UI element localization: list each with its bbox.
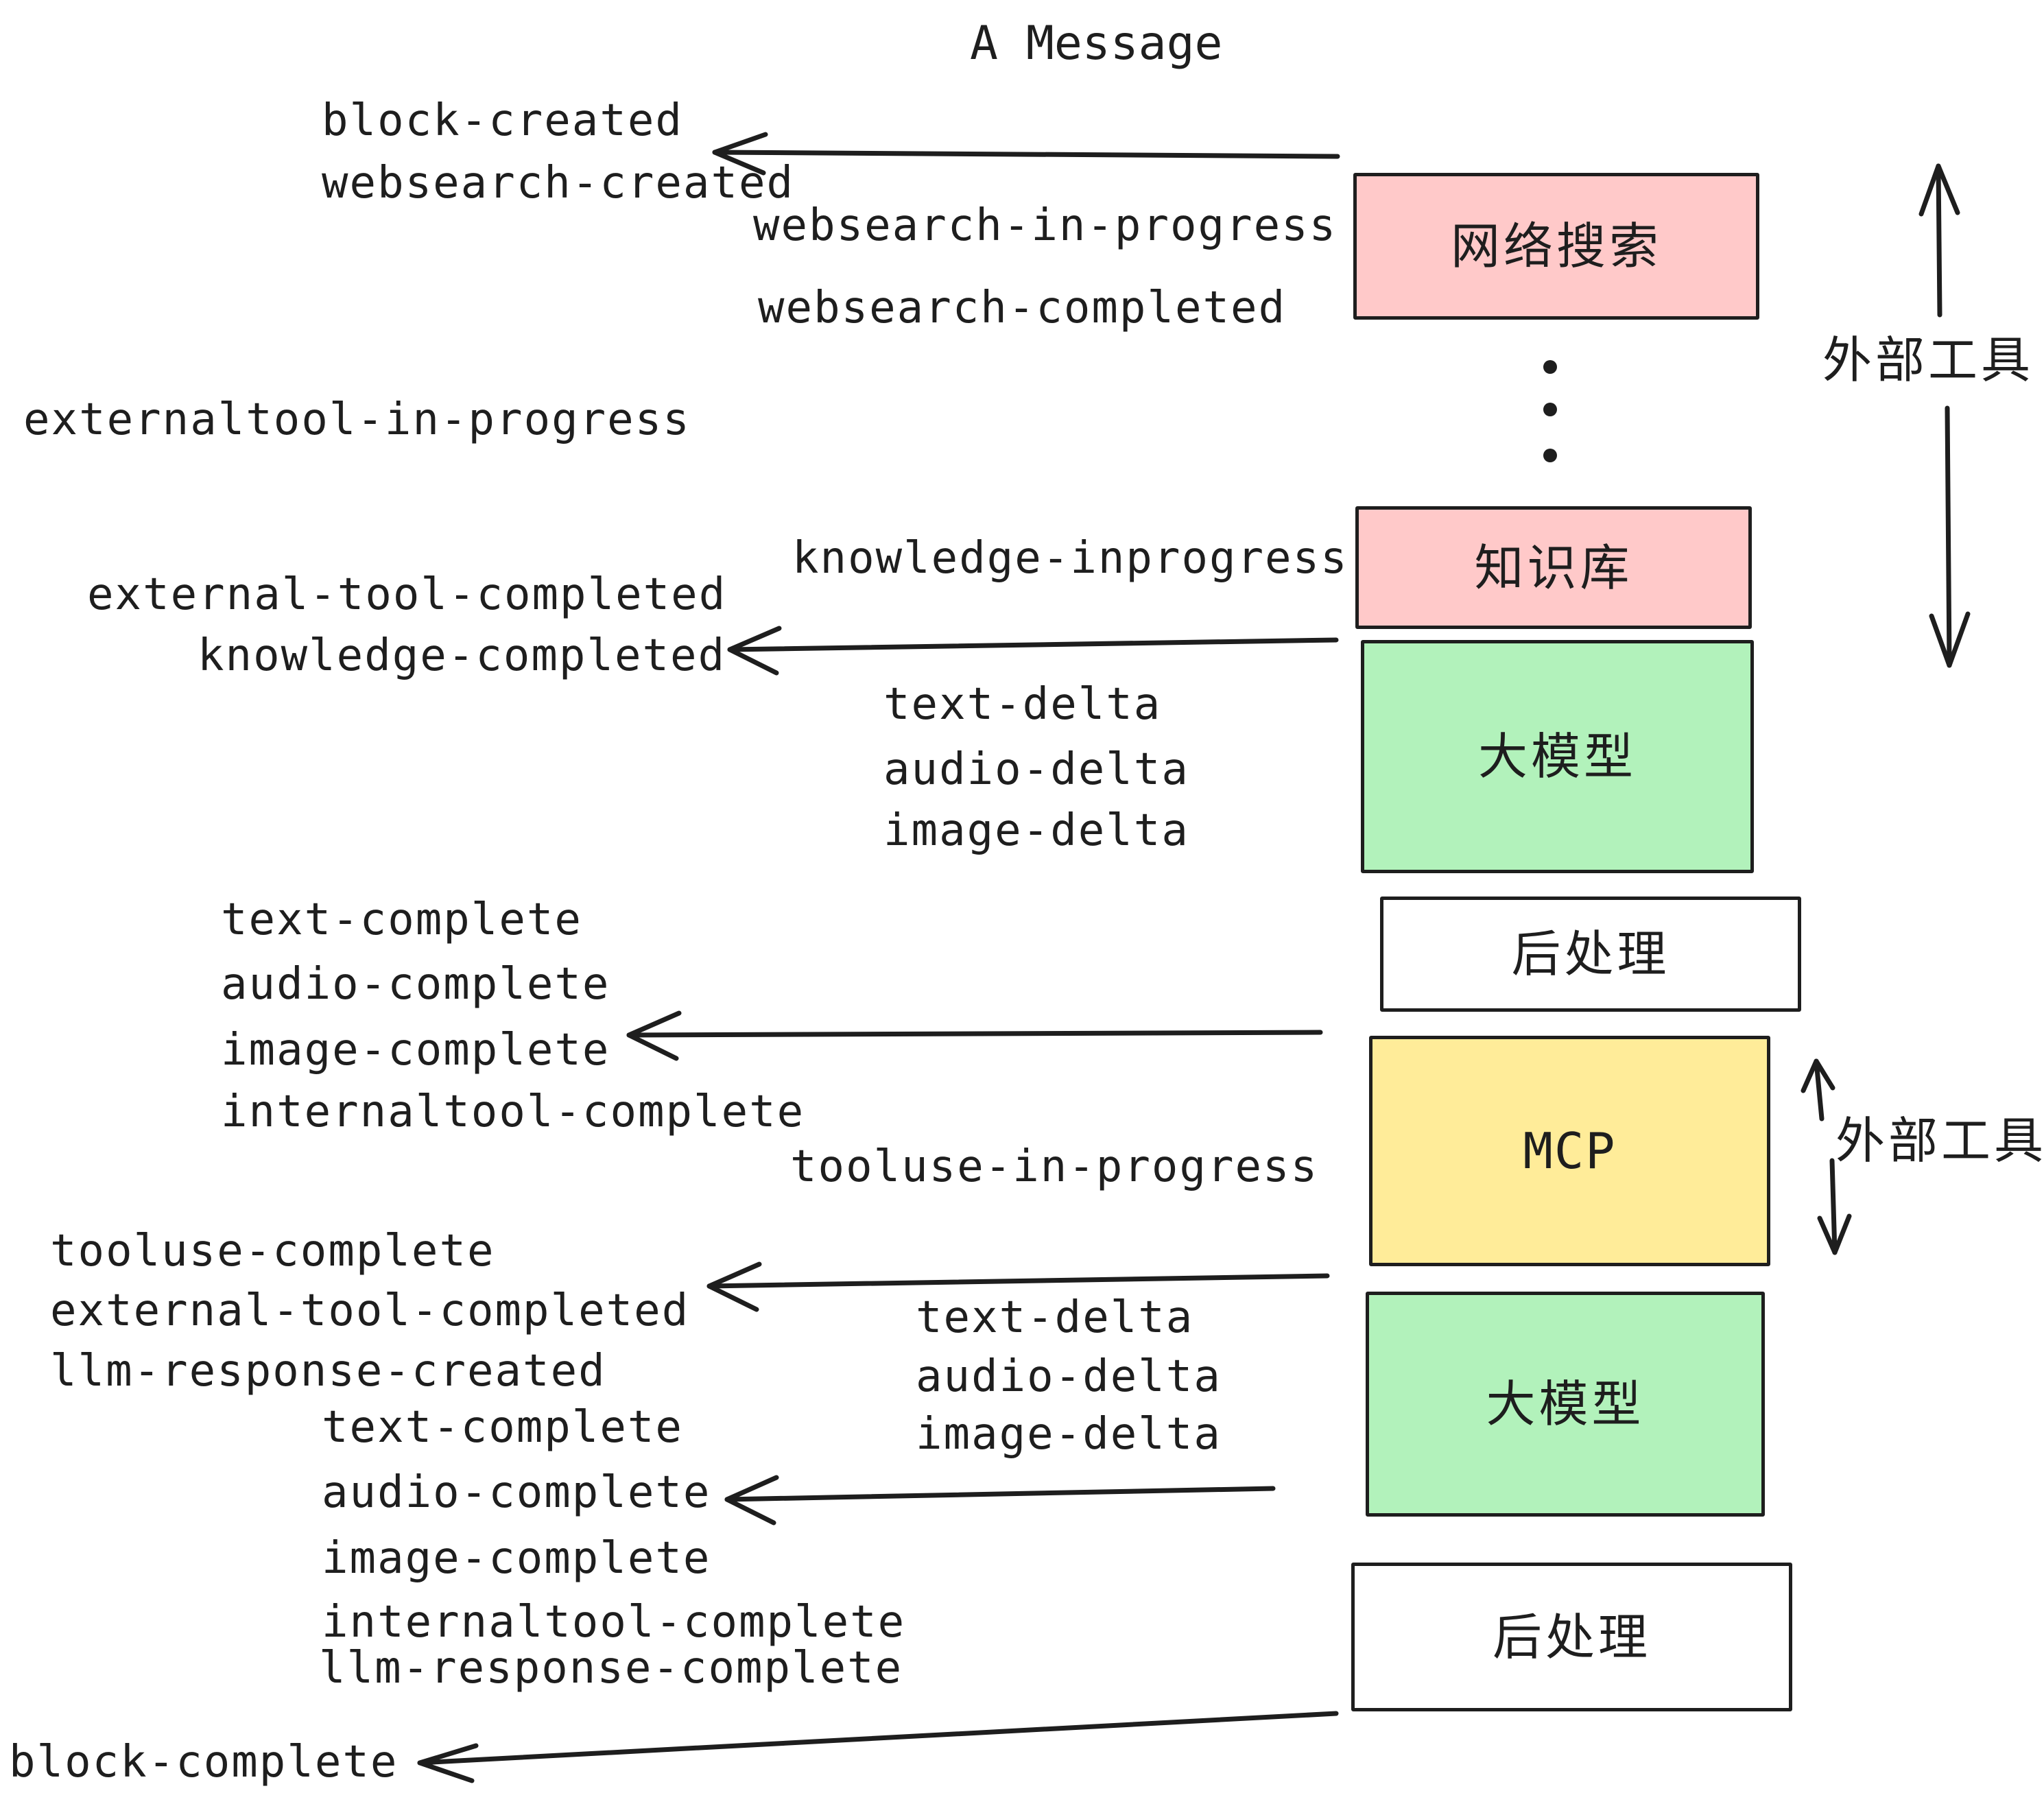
arrow-to-knowledge-completed-icon [727,626,1339,676]
dots-more-external-tools-icon [1543,360,1557,462]
external-tools-range-label-top: 外部工具 [1822,331,2034,389]
node-websearch-label: 网络搜索 [1450,217,1662,275]
node-postprocess-1: 后处理 [1380,897,1801,1012]
event-internaltool-complete-2: internaltool-complete [322,1597,906,1648]
event-websearch-in-progress: websearch-in-progress [753,200,1338,251]
event-text-delta-1: text-delta [883,679,1162,730]
node-knowledge-base-label: 知识库 [1474,538,1633,597]
node-knowledge-base: 知识库 [1355,506,1752,629]
event-text-complete-2: text-complete [322,1402,683,1453]
node-llm-2: 大模型 [1366,1292,1765,1517]
diagram-title: A Message [970,16,1223,71]
event-image-delta-1: image-delta [883,805,1189,856]
arrow-to-websearch-created-icon [712,132,1340,176]
event-audio-complete-1: audio-complete [221,959,610,1010]
event-block-created: block-created [322,95,683,146]
event-llm-response-complete: llm-response-complete [319,1643,903,1694]
event-tooluse-complete: tooluse-complete [50,1226,495,1277]
external-tools-up-arrow-icon [1918,163,1960,318]
mcp-up-arrow-icon [1801,1058,1835,1121]
event-image-complete-2: image-complete [322,1533,711,1584]
event-image-complete-1: image-complete [221,1025,610,1076]
mcp-down-arrow-icon [1817,1158,1852,1255]
event-externaltool-in-progress: externaltool-in-progress [23,394,691,445]
node-mcp-label: MCP [1523,1122,1617,1180]
external-tools-range-label-mcp: 外部工具 [1835,1112,2044,1170]
event-audio-complete-2: audio-complete [322,1467,711,1518]
node-llm-1-label: 大模型 [1477,728,1637,785]
node-postprocess-2: 后处理 [1351,1563,1792,1711]
external-tools-down-arrow-icon [1929,405,1971,668]
arrow-to-image-complete-icon [626,1010,1323,1061]
arrow-to-block-complete-icon [417,1711,1339,1783]
node-websearch: 网络搜索 [1353,173,1759,320]
event-knowledge-completed: knowledge-completed [198,630,726,681]
event-text-delta-2: text-delta [916,1292,1194,1343]
event-websearch-completed: websearch-completed [758,283,1287,333]
event-knowledge-inprogress: knowledge-inprogress [792,533,1348,584]
event-internaltool-complete-1: internaltool-complete [221,1087,805,1137]
event-audio-delta-1: audio-delta [883,744,1189,795]
event-audio-delta-2: audio-delta [916,1351,1222,1402]
event-websearch-created: websearch-created [322,158,795,209]
event-external-tool-completed-2: external-tool-completed [50,1285,690,1336]
event-text-complete-1: text-complete [221,894,582,945]
node-postprocess-2-label: 后处理 [1492,1608,1651,1666]
event-external-tool-completed-1: external-tool-completed [87,569,727,620]
node-postprocess-1-label: 后处理 [1511,925,1670,983]
node-llm-2-label: 大模型 [1486,1375,1645,1433]
event-tooluse-in-progress: tooluse-in-progress [790,1141,1319,1192]
event-image-delta-2: image-delta [916,1409,1222,1460]
node-llm-1: 大模型 [1361,640,1754,873]
node-mcp: MCP [1369,1036,1770,1266]
event-block-complete: block-complete [9,1737,399,1788]
arrow-to-audio-complete-icon [724,1475,1276,1526]
event-llm-response-created: llm-response-created [50,1346,606,1397]
